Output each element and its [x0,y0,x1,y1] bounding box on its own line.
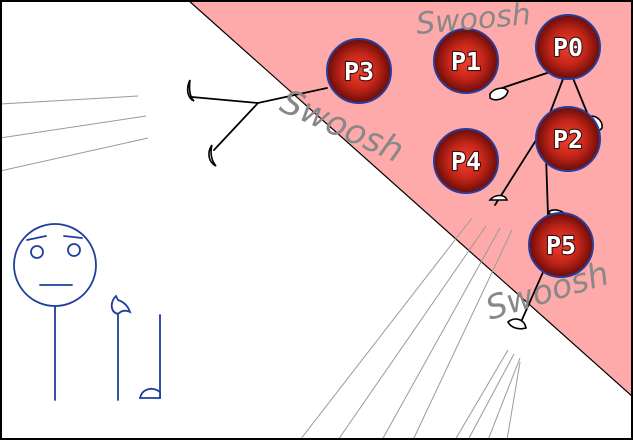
process-label: P1 [451,47,481,76]
stick-figure [13,223,161,401]
process-label: P3 [344,57,374,86]
speed-lines-bottom [299,217,521,440]
process-node-p5: P5 [528,212,594,278]
speed-lines-left [0,95,149,172]
figure-eye-left [30,245,44,259]
figure-eye-right [67,243,81,257]
process-node-p1: P1 [433,28,499,94]
process-label: P0 [553,33,583,62]
process-label: P4 [451,147,481,176]
process-node-p3: P3 [326,38,392,104]
zone-diagonal [187,0,633,398]
process-node-p4: P4 [433,128,499,194]
process-label: P2 [553,125,583,154]
process-node-p2: P2 [535,106,601,172]
process-node-p0: P0 [535,14,601,80]
process-label: P5 [546,231,576,260]
figure-hands [110,294,161,399]
